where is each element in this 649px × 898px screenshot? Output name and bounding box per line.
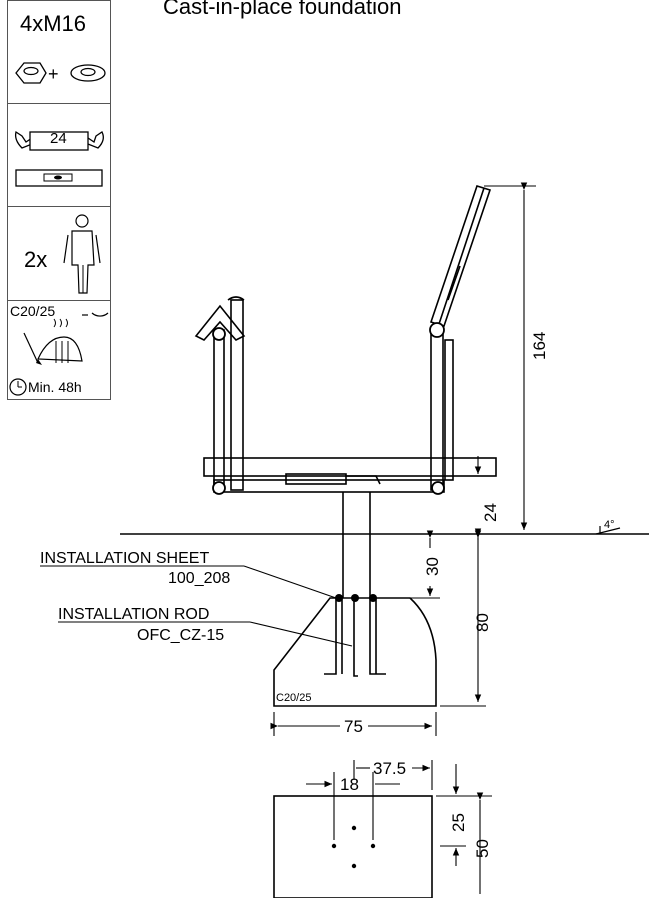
hole-offset-dimension: [440, 764, 466, 866]
worker-icon: [63, 214, 101, 294]
height-value: 164: [530, 332, 549, 360]
plan-view-holes: [331, 825, 376, 869]
angle-marker: [595, 526, 621, 535]
bolt-count-label: 4xM16: [20, 11, 87, 36]
cure-time-label: Min. 48h: [28, 379, 82, 395]
bench-frame: [194, 296, 497, 493]
seat-height-value: 24: [481, 503, 500, 522]
pivot-joints: [212, 322, 445, 495]
footing-depth-dimension: [440, 530, 486, 707]
embed-depth-dimension: [376, 530, 440, 599]
workers-panel: 2x: [7, 206, 111, 302]
curing-panel: C20/25 Min. 48h: [7, 300, 111, 400]
footing-grade-label: C20/25: [276, 692, 311, 704]
leader-lines: [40, 565, 353, 647]
footing-depth-value: 80: [473, 613, 492, 632]
plan-depth-dimension: [436, 792, 492, 894]
sheet-code-label: 100_208: [168, 570, 230, 587]
spirit-level-icon: [15, 169, 103, 187]
hole-spacing-outer-dimension: [353, 760, 433, 790]
wrench-icon: [14, 130, 104, 151]
anchor-rods: [324, 598, 386, 677]
footing: [273, 597, 437, 707]
curing-icon: [9, 312, 109, 396]
hole-spacing-inner-dimension: [306, 772, 400, 840]
rod-title-label: INSTALLATION ROD: [58, 606, 209, 623]
wrench-size-label: 24: [50, 130, 67, 147]
footing-width-value: 75: [344, 717, 363, 736]
hole-spacing-inner-value: 18: [340, 775, 359, 794]
angle-value: 4°: [604, 519, 615, 531]
anchor-heads: [335, 594, 377, 602]
tools-panel: 24: [7, 103, 111, 208]
seat-height-dimension: [450, 456, 490, 540]
hardware-panel: 4xM16 +: [7, 0, 111, 105]
concrete-class-label: C20/25: [10, 303, 56, 319]
nut-washer-icon: +: [15, 62, 106, 84]
hole-spacing-outer-value: 37.5: [373, 759, 406, 778]
backrest-arm: [429, 185, 492, 327]
svg-text:+: +: [48, 64, 59, 84]
footing-width-dimension: [270, 712, 437, 736]
plan-view-outline: [273, 795, 433, 898]
sheet-title-label: INSTALLATION SHEET: [40, 550, 209, 567]
height-dimension: [484, 182, 536, 530]
embed-depth-value: 30: [423, 557, 442, 576]
central-post: [342, 492, 371, 598]
hole-offset-value: 25: [449, 813, 468, 832]
page-title: Cast-in-place foundation: [163, 0, 402, 19]
workers-count-label: 2x: [24, 247, 48, 272]
plan-depth-value: 50: [473, 839, 492, 858]
rod-code-label: OFC_CZ-15: [137, 627, 224, 644]
